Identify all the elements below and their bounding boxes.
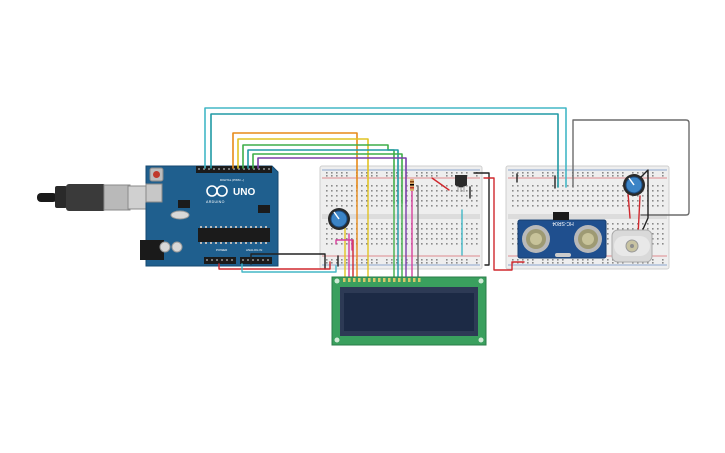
wire-gray-motor[interactable]	[572, 119, 690, 216]
atmega-chip	[198, 228, 270, 242]
wire-magenta-loop[interactable]	[335, 239, 353, 251]
power-header-label: POWER	[216, 248, 228, 252]
wire-cyan-outer[interactable]	[204, 107, 567, 188]
potentiometer-icon[interactable]	[328, 208, 350, 230]
lcd-display[interactable]	[331, 276, 487, 346]
wire-red-pot-right[interactable]	[627, 192, 631, 219]
arduino-brand-label: ARDUINO	[206, 200, 225, 204]
power-jack	[140, 240, 164, 260]
wire-purple[interactable]	[257, 157, 407, 204]
wire-teal-lcd[interactable]	[247, 149, 399, 204]
ultrasonic-sensor[interactable]: HC-SR04	[517, 212, 607, 259]
wire-yellow[interactable]	[237, 138, 369, 189]
dc-motor-icon[interactable]	[611, 229, 653, 263]
wire-green[interactable]	[242, 144, 395, 204]
uno-label: UNO	[233, 187, 255, 198]
wire-red-5v[interactable]	[218, 261, 331, 270]
lcd-screen	[344, 293, 474, 331]
atmega-chip-pins	[200, 226, 267, 244]
usb-cable-icon[interactable]	[37, 184, 159, 211]
analog-header-label: ANALOG IN	[246, 248, 262, 252]
wire-green-lcd[interactable]	[252, 153, 403, 204]
wires	[204, 107, 690, 280]
ultrasonic-model-label: HC-SR04	[552, 220, 574, 226]
potentiometer-right-icon[interactable]	[623, 174, 645, 196]
usb-jack	[145, 183, 163, 203]
wire-black-gnd[interactable]	[250, 253, 326, 270]
wire-black-pot-right[interactable]	[639, 169, 649, 237]
transistor-icon[interactable]	[455, 175, 467, 192]
wire-orange[interactable]	[232, 132, 358, 189]
digital-header-label: DIGITAL (PWM ~)	[220, 178, 244, 182]
lcd-pins	[343, 278, 421, 282]
header-pins	[198, 168, 270, 261]
analog-header[interactable]	[240, 257, 272, 264]
arduino-logo-icon	[206, 185, 228, 197]
wire-red-bridge[interactable]	[483, 177, 525, 271]
power-header[interactable]	[204, 257, 236, 264]
arduino-uno-board[interactable]: UNO ARDUINO DIGITAL (PWM ~) POWER ANALOG…	[140, 165, 279, 267]
crystal	[170, 210, 190, 220]
wire-red-transistor[interactable]	[431, 177, 450, 191]
wire-black-bridge[interactable]	[473, 172, 490, 266]
wire-teal-outer[interactable]	[210, 113, 559, 188]
wire-blue-analog[interactable]	[241, 263, 337, 273]
resistor[interactable]	[410, 179, 414, 191]
wire-red-motor[interactable]	[637, 195, 641, 237]
